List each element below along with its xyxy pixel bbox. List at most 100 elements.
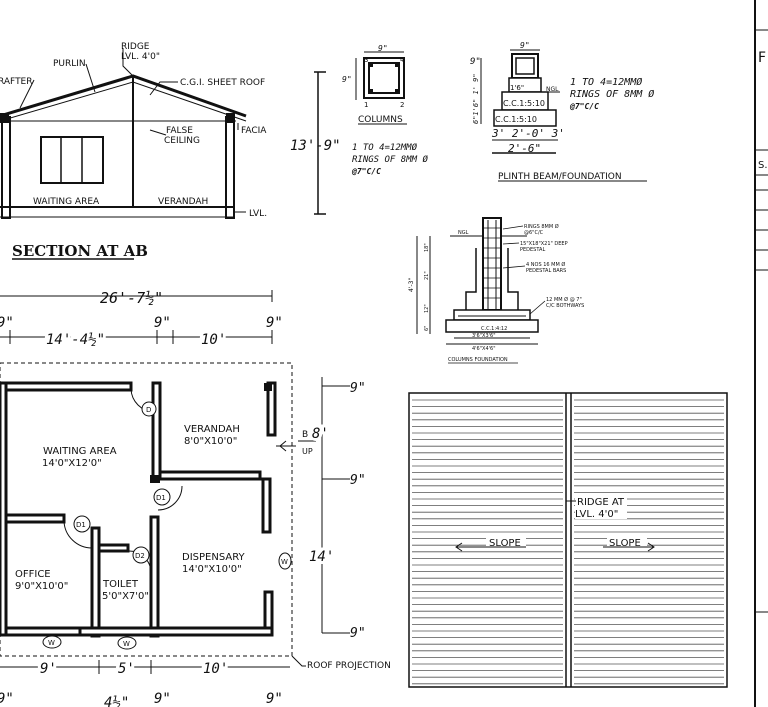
roof-projection-outline (0, 362, 293, 657)
plan-right-14-halo: 14' (309, 549, 334, 565)
roof-projection-label: ROOF PROJECTION (307, 661, 391, 671)
wall-dispensary-left (149, 515, 160, 638)
plan-right-9b: 9" (350, 473, 366, 488)
plan-dim-14-halo: 14'-4½" (46, 332, 105, 348)
plan-right-14: 14' (309, 549, 334, 565)
columns-rings-2: RINGS OF 8MM Ø (352, 154, 428, 165)
foundation-rings: RINGS 8MM Ø (524, 223, 559, 230)
foundation-v2: 21" (424, 271, 430, 280)
wall-right-mid (261, 477, 272, 534)
floor-plan: D D1 D1 D2 W W W WAITING AREA 14'0"X12'0… (0, 362, 391, 707)
foundation-footing (453, 309, 531, 321)
plinth-rings-1: 1 TO 4=12MMØ (570, 76, 642, 88)
plan-bottom-9: 9' (40, 661, 57, 677)
plan-bottom-5: 5' (118, 661, 135, 677)
ridge-lvl-label: LVL. 4'0" (121, 52, 160, 62)
false-ceiling-label-1: FALSE (166, 126, 193, 136)
height-dimension: 13'-9" (290, 138, 341, 154)
foundation-mesh-2: C/C BOTHWAYS (546, 303, 584, 309)
door-tag-d1-dispensary (153, 488, 171, 506)
roof-sheet-hatching (412, 399, 724, 685)
roof-slope-left: SLOPE (489, 538, 521, 549)
plan-bottom-9-halo: 9' (40, 661, 57, 677)
roof-plan: RIDGE AT LVL. 4'0" SLOPE SLOPE (408, 392, 728, 688)
wall-verandah-bottom (158, 470, 262, 481)
title-block: F S. (754, 0, 768, 707)
columns-detail: 9" 9" 3 4 1 2 COLUMNS 1 TO 4=12MMØ RINGS… (342, 44, 428, 176)
false-ceiling-label-2: CEILING (164, 136, 200, 146)
ridge-label: RIDGE (121, 42, 150, 52)
wall-cap-right (226, 113, 235, 123)
door-tag-d2-label: D2 (135, 552, 145, 560)
room-verandah-size: 8'0"X10'0" (184, 436, 237, 447)
bar-4: 4 (400, 56, 405, 64)
plinth-dim-top: 9" (520, 41, 530, 50)
room-dispensary: DISPENSARY (182, 552, 246, 563)
plinth-base (493, 109, 557, 127)
bar-1: 1 (364, 101, 368, 109)
purlin-label: PURLIN (53, 59, 86, 69)
door-tag-d2 (132, 546, 150, 564)
columns-foundation-detail: NGL C.C.1:4:12 3'6"X3'6" 4'6"X4'6" COLUM… (408, 217, 584, 364)
columns-rings-3: @7"C/C (351, 167, 381, 176)
foundation-cc: C.C.1:4:12 (481, 326, 507, 332)
plinth-ngl: NGL (546, 86, 559, 93)
lvl-label: LVL. (249, 209, 267, 219)
foundation-v3: 12" (424, 304, 430, 313)
window-tag-c (278, 552, 292, 570)
plan-total-width: 26'-7½" (100, 289, 163, 307)
foundation-v1: 18" (424, 243, 430, 252)
plinth-rings-3: @7"C/C (569, 102, 599, 111)
window-tag-b (117, 636, 137, 650)
wall-office-top (0, 513, 66, 524)
foundation-title: COLUMNS FOUNDATION (448, 357, 508, 363)
wall-cap-left (0, 113, 9, 123)
plan-dim-9a: 9" (0, 315, 14, 331)
door-tag-d1-dispensary-label: D1 (156, 494, 166, 502)
section-verandah-label: VERANDAH (158, 197, 208, 207)
section-window (40, 136, 104, 184)
plinth-cc-1: C.C.1:5:10 (503, 99, 545, 108)
plan-bottom-9b: 9" (0, 691, 14, 707)
plan-dim-10-halo: 10' (201, 332, 226, 348)
columns-dim: 9" (378, 44, 388, 53)
window-tag-a (42, 635, 62, 649)
foundation-pedestal-label: PEDESTAL (520, 247, 545, 253)
columns-rings-1: 1 TO 4=12MMØ (352, 142, 418, 153)
foundation-ngl: NGL (458, 230, 469, 236)
roof-ridge-label-2: LVL. 4'0" (575, 509, 618, 520)
window-tag-a-label: W (48, 639, 55, 647)
plan-right-9c: 9" (350, 626, 366, 641)
foundation-dim1: 3'6"X3'6" (472, 333, 496, 339)
section-title: SECTION AT AB (12, 242, 148, 260)
window-tag-c-label: W (281, 558, 288, 566)
foundation-bars-2: PEDESTAL BARS (526, 268, 566, 274)
plinth-d16: 1'6" (510, 84, 524, 92)
plinth-total-width: 2'-6" (508, 142, 541, 155)
section-marker-b: B (302, 430, 308, 440)
plan-bottom-10-halo: 10' (203, 661, 228, 677)
plinth-cc-2: C.C.1:5:10 (495, 115, 537, 124)
door-tag-d1-office-label: D1 (76, 521, 86, 529)
plinth-rings-2: RINGS OF 8MM Ø (570, 88, 654, 100)
room-toilet-size: 5'0"X7'0" (102, 591, 149, 602)
section-at-ab: RIDGE LVL. 4'0" PURLIN RAFTER C.G.I. SHE… (0, 42, 341, 260)
title-block-f: F (758, 50, 766, 66)
column-ring (368, 62, 400, 94)
plinth-left-dims: 6"1'6" 1' 9" (472, 73, 480, 124)
plan-bottom-5-halo: 5' (118, 661, 135, 677)
wall-bottom-left (0, 626, 94, 637)
window-tag-b-label: W (123, 640, 130, 648)
room-waiting-area: WAITING AREA (43, 446, 117, 457)
door-swing-d1-office (63, 520, 93, 549)
plan-dim-14: 14'-4½" (46, 332, 105, 348)
columns-dim-side: 9" (342, 75, 352, 84)
plan-dim-10: 10' (201, 332, 226, 348)
foundation-pedestal-size: 15"X18"X21" DEEP (520, 241, 568, 247)
foundation-pcc (445, 319, 539, 333)
door-tag-d-label: D (146, 406, 151, 414)
plinth-title: PLINTH BEAM/FOUNDATION (498, 172, 622, 182)
foundation-bars: 4 NOS 16 MM Ø (526, 261, 565, 268)
bar-3: 3 (364, 56, 368, 64)
plan-right-8-halo: 8' (312, 426, 329, 442)
